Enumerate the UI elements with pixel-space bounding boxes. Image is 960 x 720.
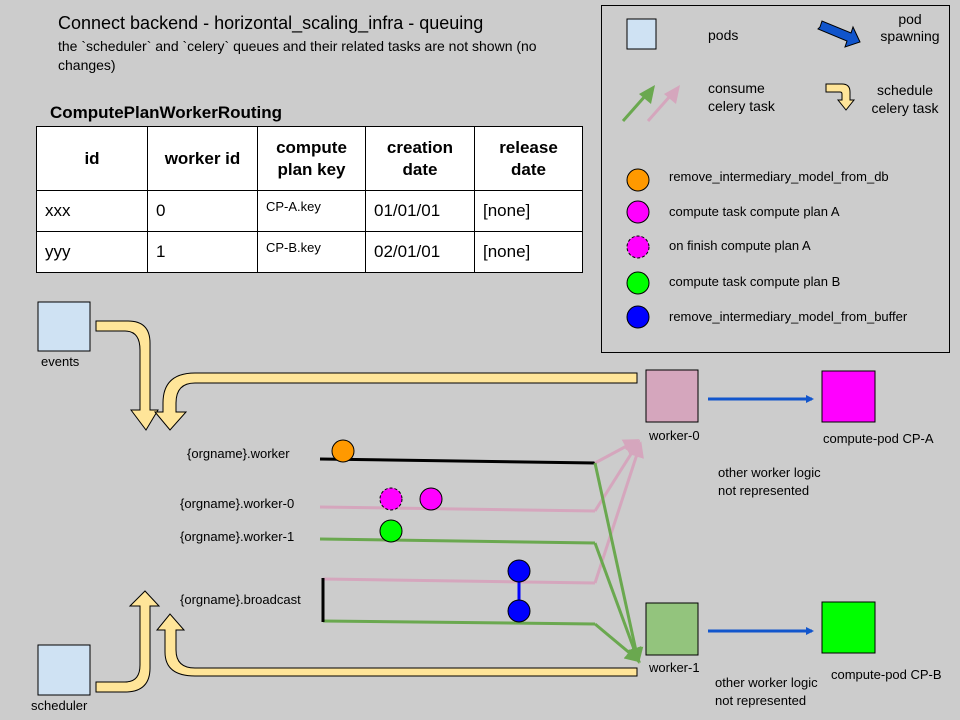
cell-release-date: [none]: [474, 231, 583, 273]
header-creation-date-line2: date: [402, 159, 438, 179]
legend-pod-spawning-line2: spawning: [880, 28, 940, 44]
legend-pod-swatch: [626, 18, 657, 50]
compute-pod-b-label: compute-pod CP-B: [831, 667, 942, 682]
legend-pod-spawning-line1: pod: [898, 11, 922, 27]
routing-table: id worker id compute plan key creation d…: [36, 126, 583, 273]
consume-arrow-worker-1c: [594, 622, 642, 663]
task-remove-buffer-bottom: [507, 599, 531, 623]
compute-pod-b: [821, 601, 876, 654]
compute-pod-a: [821, 370, 876, 423]
task-remove-db: [331, 439, 355, 463]
legend-box: [601, 5, 950, 353]
scheduler-label: scheduler: [31, 698, 88, 713]
legend-dot-compute-b: [626, 271, 650, 295]
queue-label-worker: {orgname}.worker: [187, 446, 290, 461]
table-row: xxx 0 CP-A.key 01/01/01 [none]: [36, 190, 583, 232]
cell-worker-id: 0: [147, 190, 258, 232]
legend-item-remove-db: remove_intermediary_model_from_db: [669, 169, 889, 184]
queue-line-worker: [319, 457, 596, 465]
task-on-finish-a: [379, 487, 403, 511]
legend-schedule-label: schedule celery task: [862, 81, 948, 117]
queue-line-broadcast-pink: [322, 577, 596, 585]
cell-compute-plan-key: CP-B.key: [257, 231, 366, 273]
queue-line-worker-1: [319, 537, 596, 545]
header-compute-plan-key-line1: compute: [276, 137, 347, 157]
legend-pods-label: pods: [708, 27, 739, 43]
cell-creation-date: 01/01/01: [365, 190, 475, 232]
legend-dot-compute-a: [626, 200, 650, 224]
worker-0-note-line1: other worker logic: [718, 465, 821, 480]
legend-item-on-finish-a: on finish compute plan A: [669, 238, 811, 253]
task-remove-buffer-top: [507, 559, 531, 583]
task-compute-a: [419, 487, 443, 511]
events-pod: [37, 301, 91, 352]
legend-consume-line1: consume: [708, 80, 765, 96]
legend-dot-remove-db: [626, 168, 650, 192]
worker-0-note-line2: not represented: [718, 483, 810, 498]
schedule-arrow-scheduler: [95, 590, 161, 693]
legend-consume-line2: celery task: [708, 98, 775, 114]
header-compute-plan-key-line2: plan key: [277, 159, 346, 179]
worker-1-note-line1: other worker logic: [715, 675, 818, 690]
queue-label-worker-0: {orgname}.worker-0: [180, 496, 295, 511]
worker-1-label: worker-1: [649, 660, 700, 675]
worker-0-label: worker-0: [649, 428, 700, 443]
cell-id: xxx: [36, 190, 148, 232]
consume-arrow-worker-1b: [593, 542, 642, 664]
consume-arrow-worker-0a: [594, 439, 640, 465]
legend-pod-spawning-label: pod spawning: [870, 11, 950, 45]
legend-dot-remove-buffer: [626, 305, 650, 329]
consume-arrow-worker-0b: [593, 439, 641, 512]
schedule-arrow-worker-0: [153, 372, 638, 431]
legend-consume-label: consume celery task: [708, 79, 775, 115]
legend-schedule-arrow: [825, 83, 856, 111]
table-header-row: id worker id compute plan key creation d…: [36, 126, 583, 191]
header-release-date-line2: date: [511, 159, 546, 179]
legend-item-remove-buffer: remove_intermediary_model_from_buffer: [669, 309, 908, 324]
legend-pod-spawning-arrow: [817, 20, 861, 48]
table-title: ComputePlanWorkerRouting: [50, 103, 283, 122]
worker-1-note-line2: not represented: [715, 693, 807, 708]
worker-1-note: other worker logic not represented: [715, 674, 818, 710]
queue-line-worker-0: [319, 505, 596, 513]
header-creation-date-line1: creation: [386, 137, 454, 157]
consume-arrow-worker-1a: [593, 462, 644, 664]
legend-consume-arrows: [621, 85, 680, 122]
legend-schedule-line2: celery task: [871, 100, 939, 116]
events-label: events: [41, 354, 80, 369]
legend-schedule-line1: schedule: [876, 82, 934, 98]
legend-dot-on-finish-a: [626, 235, 650, 259]
queue-label-broadcast: {orgname}.broadcast: [180, 592, 301, 607]
queue-line-broadcast-green: [322, 619, 596, 626]
diagram-subtitle: the `scheduler` and `celery` queues and …: [58, 38, 537, 73]
queue-label-worker-1: {orgname}.worker-1: [180, 529, 295, 544]
cell-worker-id: 1: [147, 231, 258, 273]
header-release-date-line1: release: [499, 137, 558, 157]
schedule-arrow-events: [95, 320, 159, 431]
worker-0-pod: [645, 369, 699, 423]
legend-item-compute-a: compute task compute plan A: [669, 204, 840, 219]
schedule-arrow-worker-1: [155, 613, 638, 677]
worker-1-pod: [645, 602, 699, 656]
diagram-title: Connect backend - horizontal_scaling_inf…: [58, 13, 484, 33]
compute-pod-a-label: compute-pod CP-A: [823, 431, 934, 446]
scheduler-pod: [37, 644, 91, 696]
cell-id: yyy: [36, 231, 148, 273]
task-compute-b: [379, 519, 403, 543]
legend-item-compute-b: compute task compute plan B: [669, 274, 841, 289]
cell-creation-date: 02/01/01: [365, 231, 475, 273]
header-compute-plan-key: compute plan key: [257, 126, 366, 191]
table-row: yyy 1 CP-B.key 02/01/01 [none]: [36, 231, 583, 273]
worker-0-note: other worker logic not represented: [718, 464, 821, 500]
